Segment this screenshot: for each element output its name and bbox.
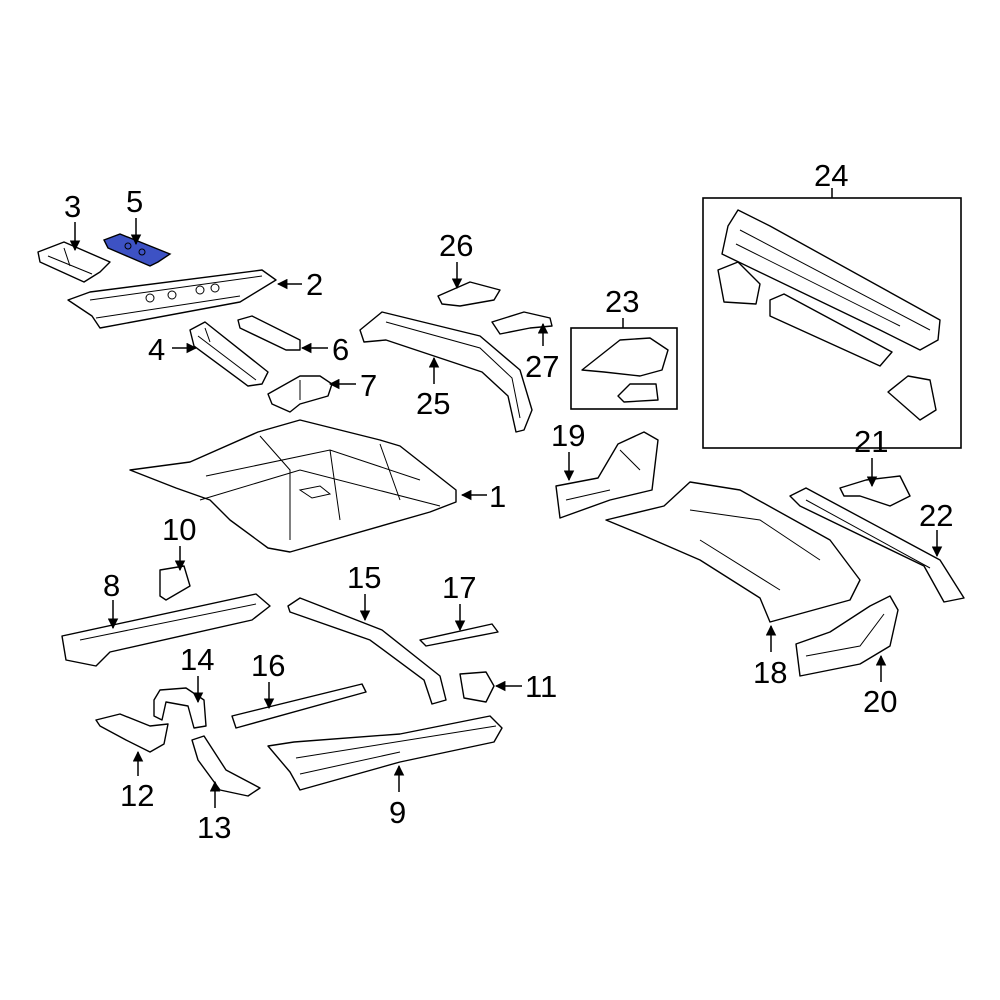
part-11-drawing <box>459 671 495 703</box>
callout-7: 7 <box>360 368 377 403</box>
callout-1: 1 <box>489 479 506 514</box>
part-15-drawing <box>287 597 447 705</box>
callout-8: 8 <box>103 568 120 603</box>
part-25-drawing <box>359 311 533 433</box>
part-12-drawing <box>95 713 169 753</box>
callout-25: 25 <box>416 386 450 421</box>
part-5-drawing-highlighted <box>103 233 172 267</box>
callout-12: 12 <box>120 778 154 813</box>
part-21-drawing <box>839 475 911 507</box>
part-26-drawing <box>437 281 501 307</box>
part-23-box <box>570 327 678 410</box>
part-10-drawing <box>159 565 191 601</box>
callout-14: 14 <box>180 642 214 677</box>
callout-3: 3 <box>64 189 81 224</box>
callout-4: 4 <box>148 332 165 367</box>
part-7-drawing <box>267 375 333 413</box>
part-22-drawing <box>789 487 965 603</box>
leader-lines <box>69 188 943 808</box>
part-27-drawing <box>491 311 553 335</box>
part-24-drawing <box>717 209 941 421</box>
part-6-drawing <box>237 315 301 351</box>
callout-19: 19 <box>551 418 585 453</box>
part-19-drawing <box>555 431 659 519</box>
callout-27: 27 <box>525 349 559 384</box>
callout-16: 16 <box>251 648 285 683</box>
callout-5: 5 <box>126 184 143 219</box>
callout-9: 9 <box>389 795 406 830</box>
part-16-drawing <box>231 683 367 729</box>
part-20-drawing <box>795 595 899 677</box>
callout-13: 13 <box>197 810 231 845</box>
part-2-drawing <box>67 269 277 329</box>
part-3-drawing <box>37 241 111 283</box>
callout-22: 22 <box>919 498 953 533</box>
part-13-drawing <box>191 735 261 797</box>
callout-labels: 1 2 3 4 5 6 7 8 9 10 11 12 13 14 15 16 1… <box>64 158 953 845</box>
callout-17: 17 <box>442 570 476 605</box>
callout-11: 11 <box>525 669 557 704</box>
part-23-drawing <box>581 337 669 403</box>
callout-10: 10 <box>162 512 196 547</box>
callout-26: 26 <box>439 228 473 263</box>
part-17-drawing <box>419 623 499 647</box>
callout-2: 2 <box>306 267 323 302</box>
callout-18: 18 <box>753 655 787 690</box>
part-1-drawing <box>129 419 457 553</box>
callout-20: 20 <box>863 684 897 719</box>
callout-6: 6 <box>332 332 349 367</box>
callout-15: 15 <box>347 560 381 595</box>
part-8-drawing <box>61 593 271 667</box>
callout-21: 21 <box>854 424 888 459</box>
part-18-drawing <box>605 481 861 623</box>
part-9-drawing <box>267 715 503 791</box>
callout-24: 24 <box>814 158 848 193</box>
callout-23: 23 <box>605 284 639 319</box>
